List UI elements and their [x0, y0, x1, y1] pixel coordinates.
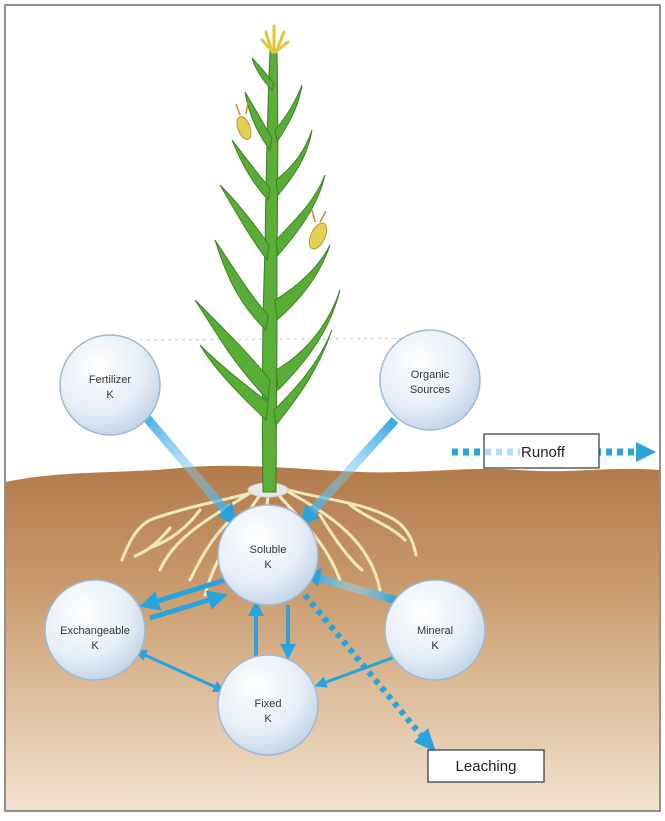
node-mineral: Mineral K [385, 580, 485, 680]
node-mineral-line1: Mineral [417, 625, 453, 637]
node-fertilizer: Fertilizer K [60, 335, 160, 435]
node-soluble-line2: K [264, 559, 272, 571]
node-organic-sources: Organic Sources [380, 330, 480, 430]
node-fixed: Fixed K [218, 655, 318, 755]
node-fixed-line2: K [264, 713, 272, 725]
node-mineral-line2: K [431, 640, 439, 652]
node-organic-line1: Organic [411, 369, 450, 381]
node-fertilizer-line2: K [106, 389, 114, 401]
node-fertilizer-line1: Fertilizer [89, 374, 132, 386]
node-fixed-line1: Fixed [255, 698, 282, 710]
node-exchangeable-line2: K [91, 640, 99, 652]
node-soluble-line1: Soluble [250, 544, 287, 556]
leaching-label: Leaching [456, 758, 517, 775]
node-exchangeable-line1: Exchangeable [60, 625, 130, 637]
runoff-label: Runoff [521, 444, 566, 461]
node-organic-line2: Sources [410, 384, 451, 396]
node-soluble: Soluble K [218, 505, 318, 605]
node-exchangeable: Exchangeable K [45, 580, 145, 680]
